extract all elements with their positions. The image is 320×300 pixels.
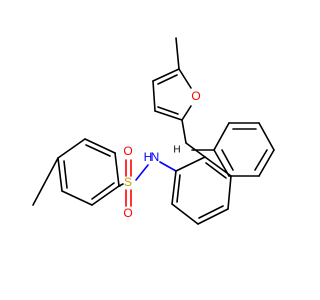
c5-o-bond [178,68,192,89]
bond [258,122,275,151]
double-bond-inner [254,149,268,171]
bond [152,68,180,82]
oxygen-atom-top: O [123,144,132,158]
nitrogen-atom: N [151,150,160,164]
aryl-s-bond [118,183,124,187]
tolyl-ring [57,138,120,206]
double-bond-inner [221,149,234,171]
nitrogen-h-atom: H [144,150,153,164]
bond [61,190,93,206]
molecule-structure: S O O H N O H [32,37,275,225]
o-c2-bond [181,105,192,121]
double-bond-inner [198,205,224,219]
double-bond-inner [157,106,179,115]
oxygen-atom-bottom: O [123,206,132,220]
sulfur-atom: S [124,175,132,189]
methine-to-furan-bond [181,119,187,144]
bond [171,203,199,225]
bond [213,149,230,177]
bond [197,208,229,225]
aniline-ring [171,156,232,225]
tolyl-methyl-bond [32,157,59,206]
bond [171,170,177,205]
furan-ring [152,68,192,121]
bond [57,138,86,159]
double-bond-inner [91,182,115,200]
double-bond-inner [85,144,111,157]
bond [154,110,183,121]
double-bond-inner [63,160,68,189]
molecule-canvas: S O O H N O H [32,37,275,225]
bond [57,157,63,192]
bond [175,156,206,172]
bond [227,175,232,210]
bond [258,149,275,177]
phenyl-ring [213,122,275,177]
double-bond-inner [176,174,181,203]
bond [84,138,116,154]
furan-oxygen-atom: O [191,89,200,103]
double-bond-inner [205,162,227,179]
double-bond-inner [157,74,178,85]
s-n-bond [135,164,149,181]
bond [152,80,156,112]
bond [213,122,230,151]
bond [114,152,120,187]
furan-methyl-bond [175,37,180,70]
n-aryl-bond [159,161,177,172]
bond [91,185,120,206]
methine-h-atom: H [173,145,180,156]
